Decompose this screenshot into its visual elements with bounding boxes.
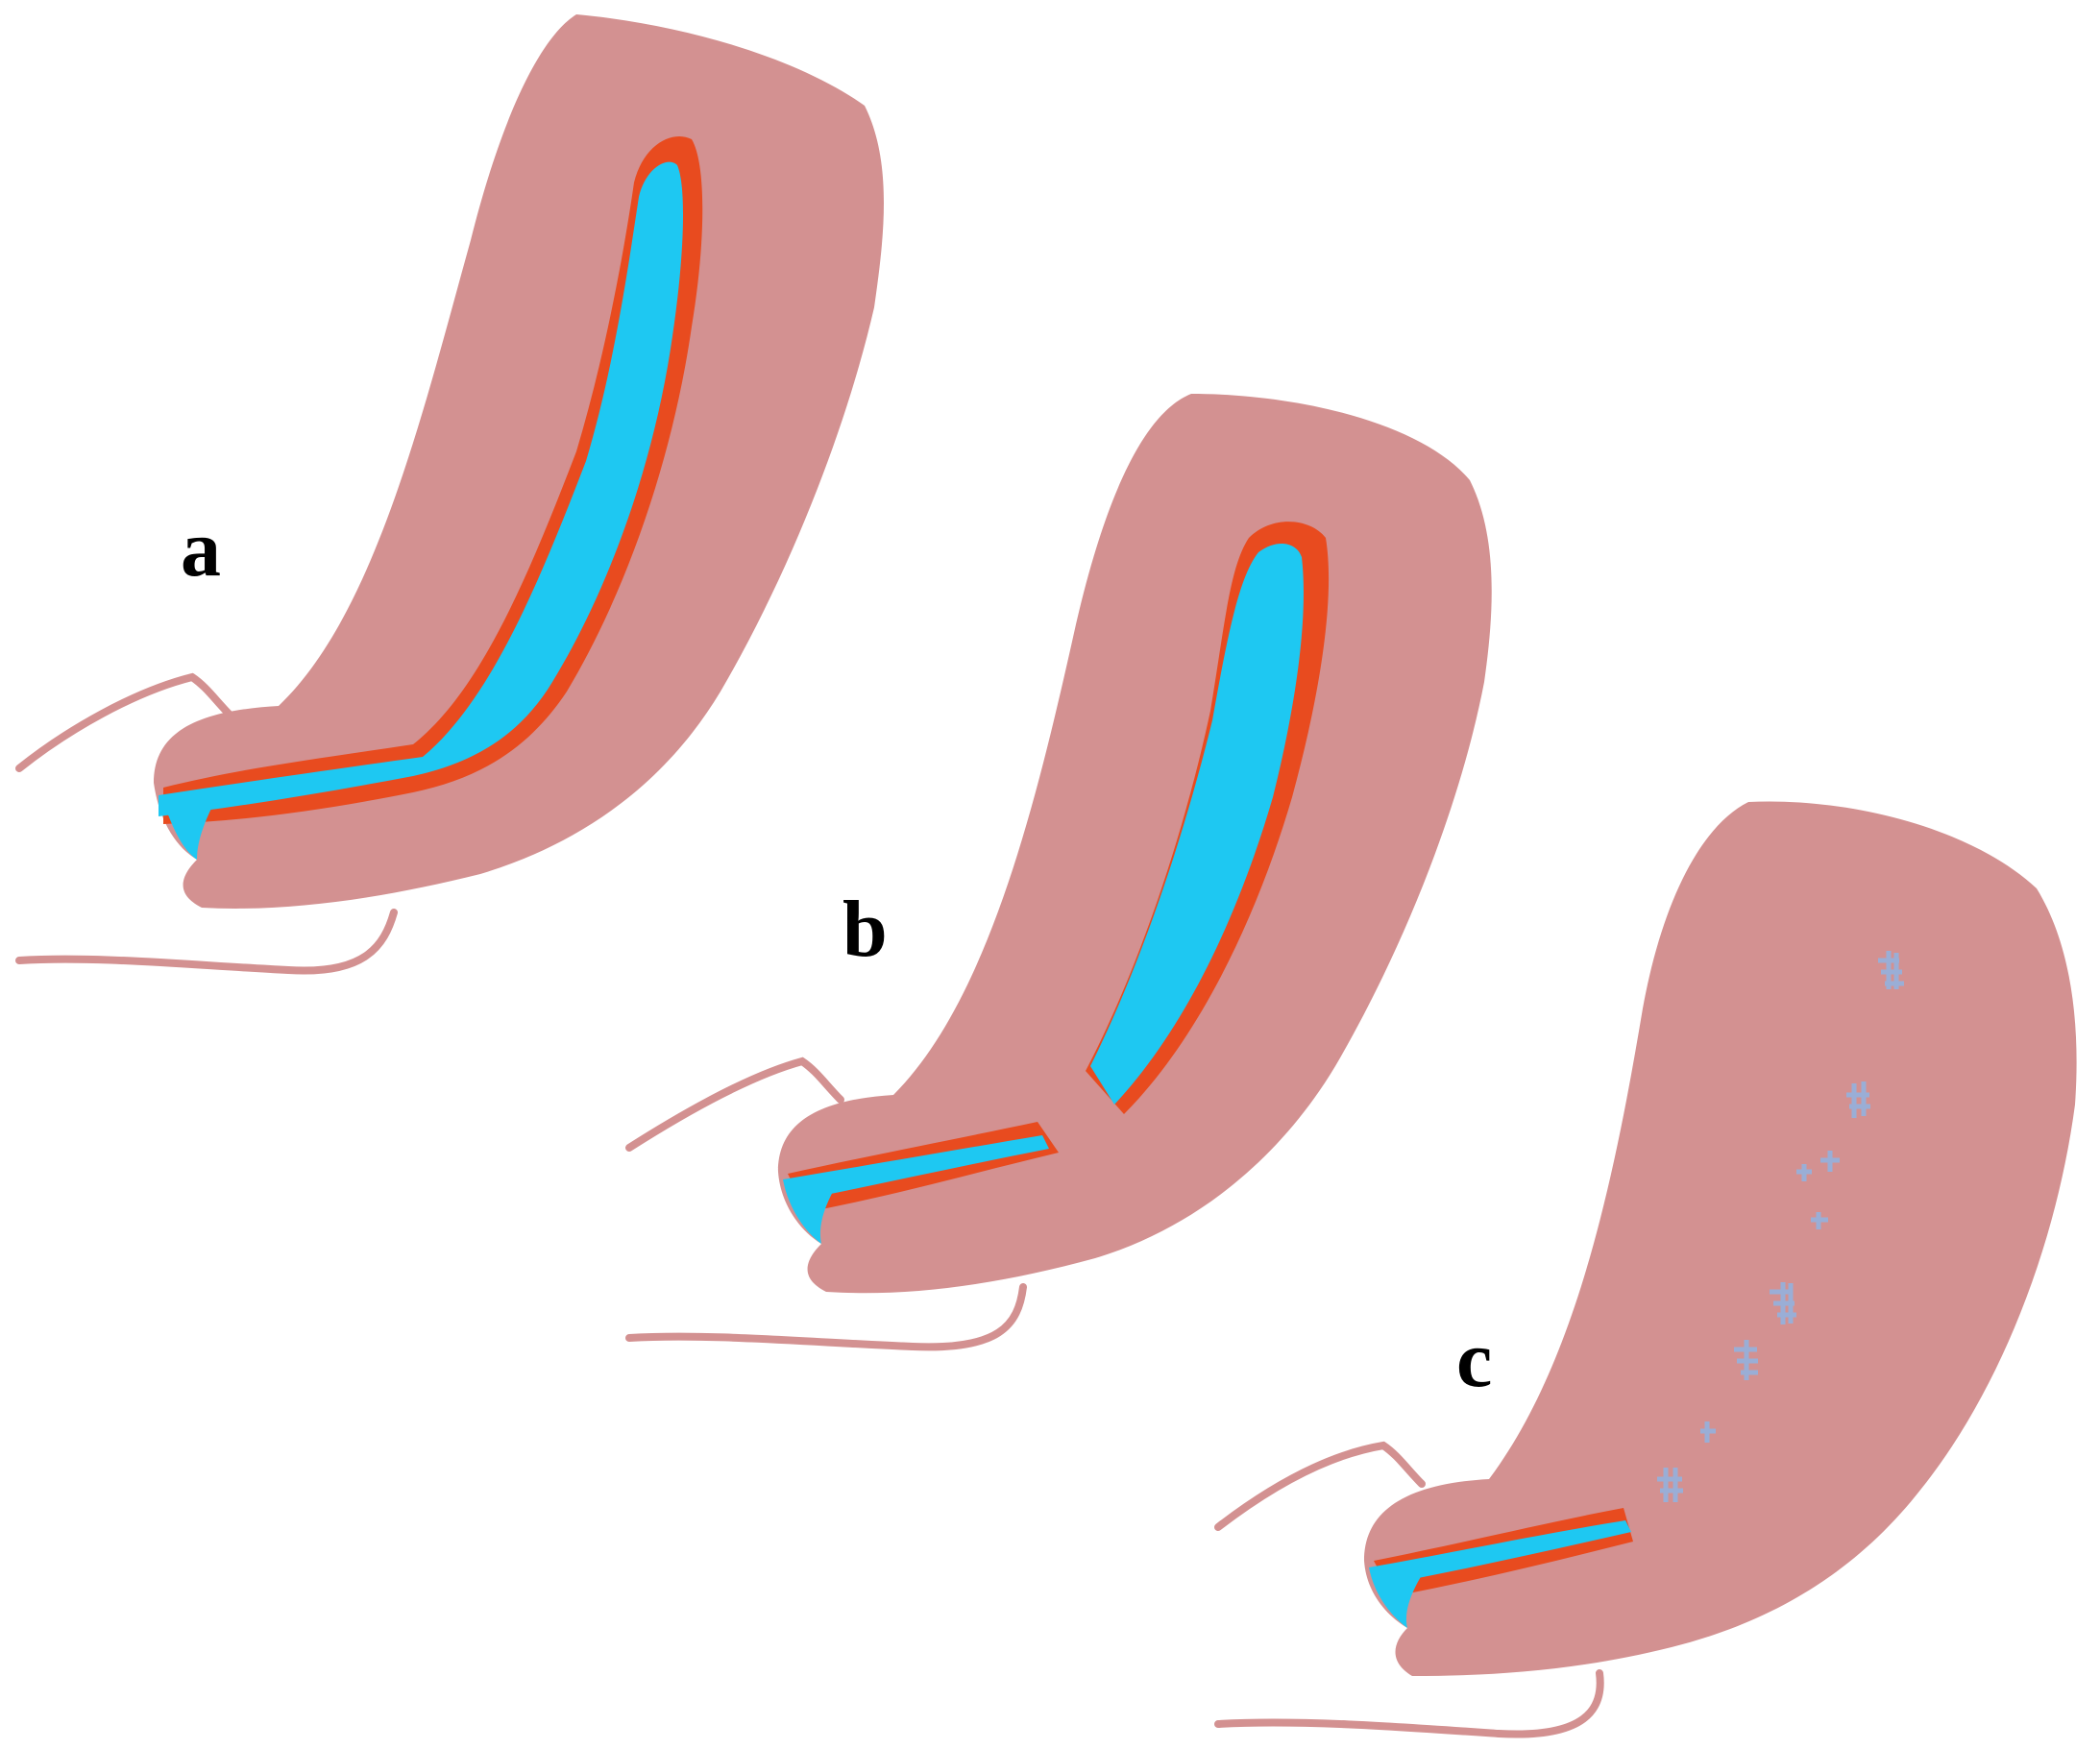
panel-label-b: b <box>842 889 888 970</box>
panel-a <box>19 14 884 971</box>
panel-label-c: c <box>1456 1320 1492 1400</box>
panel-label-a: a <box>181 509 221 590</box>
